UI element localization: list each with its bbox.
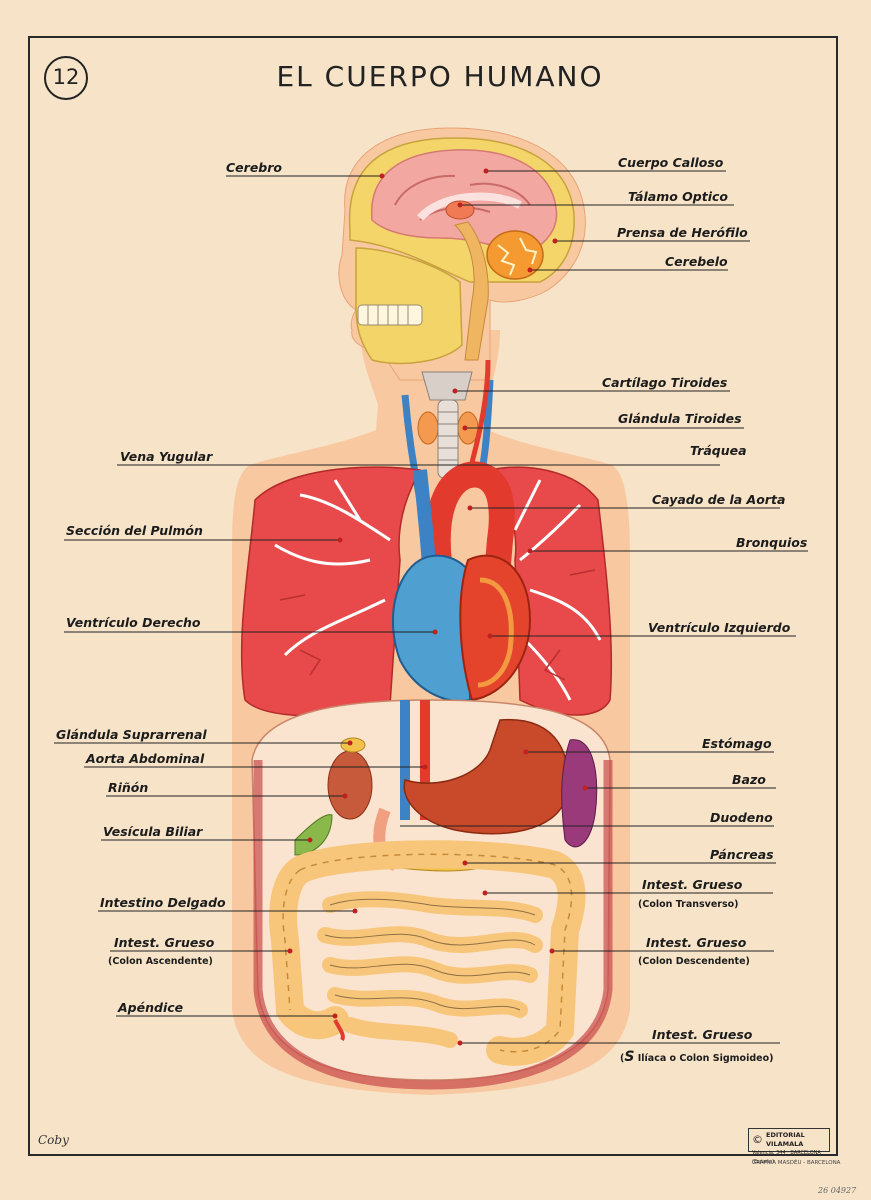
label-cuerpo-calloso: Cuerpo Calloso — [618, 155, 724, 170]
publisher-box: © EDITORIAL VILAMALA Valencia, 344 · BAR… — [748, 1128, 830, 1165]
label-ventriculo-izquierdo: Ventrículo Izquierdo — [648, 620, 791, 635]
adrenal-gland — [340, 737, 366, 753]
label-cerebro: Cerebro — [226, 160, 282, 175]
sigmoid-s-mark: S — [624, 1049, 635, 1065]
label-estomago: Estómago — [702, 736, 772, 751]
label-rinon: Riñón — [108, 780, 149, 795]
leader-lines — [54, 170, 808, 1044]
label-grueso-ascendente: Intest. Grueso — [114, 935, 215, 950]
label-glandula-tiroides: Glándula Tiroides — [618, 411, 742, 426]
copyright-icon: © — [752, 1133, 763, 1146]
sublabel-colon-ascendente: (Colon Ascendente) — [108, 956, 213, 967]
label-prensa-herofilo: Prensa de Herófilo — [617, 225, 748, 240]
archive-stamp: 26 04927 — [818, 1186, 857, 1195]
sublabel-colon-sigmoideo: (S Ilíaca o Colon Sigmoideo) — [620, 1049, 773, 1065]
sigmoid-sub-text: Ilíaca o Colon Sigmoideo) — [637, 1053, 774, 1064]
sublabel-colon-transverso: (Colon Transverso) — [638, 899, 739, 910]
label-cartilago-tiroides: Cartílago Tiroides — [602, 375, 728, 390]
label-traquea: Tráquea — [690, 443, 747, 458]
heart-right-ventricle — [392, 554, 472, 702]
label-duodeno: Duodeno — [710, 810, 773, 825]
label-vesicula-biliar: Vesícula Biliar — [103, 824, 203, 839]
sublabel-colon-descendente: (Colon Descendente) — [638, 956, 750, 967]
heart-left-ventricle — [459, 554, 532, 702]
cerebellum — [486, 230, 544, 280]
label-grueso-transverso: Intest. Grueso — [642, 877, 743, 892]
label-pancreas: Páncreas — [710, 847, 774, 862]
poster-title: EL CUERPO HUMANO — [276, 60, 604, 93]
thalamus — [445, 200, 475, 220]
artist-signature: Coby — [38, 1133, 69, 1147]
aortic-arch — [424, 461, 515, 602]
label-apendice: Apéndice — [118, 1000, 184, 1015]
label-cayado-aorta: Cayado de la Aorta — [652, 492, 786, 507]
kidney — [327, 750, 373, 820]
publisher-name: EDITORIAL VILAMALA — [766, 1131, 805, 1148]
thyroid-cartilage — [421, 371, 473, 401]
leader-dots — [287, 168, 588, 1046]
teeth — [357, 304, 423, 326]
label-aorta-abdominal: Aorta Abdominal — [86, 751, 205, 766]
label-intestino-delgado: Intestino Delgado — [100, 895, 226, 910]
label-cerebelo: Cerebelo — [665, 254, 728, 269]
plate-number: 12 — [44, 56, 88, 100]
label-glandula-suprarrenal: Glándula Suprarrenal — [56, 727, 207, 742]
label-bronquios: Bronquios — [736, 535, 808, 550]
brain-stem — [454, 221, 489, 361]
thyroid-gland-left — [417, 411, 439, 445]
stomach — [403, 718, 569, 835]
sigmoid-open-paren: ( — [620, 1053, 625, 1064]
label-grueso-sigmoideo: Intest. Grueso — [652, 1027, 753, 1042]
publisher-address: Valencia, 344 · BARCELONA (España) — [752, 1150, 821, 1165]
poster-frame — [28, 36, 838, 1156]
label-seccion-pulmon: Sección del Pulmón — [66, 523, 203, 538]
spleen — [561, 739, 598, 848]
printer-credit: GRÁFICA MASDÉU - BARCELONA — [752, 1160, 841, 1166]
label-talamo-optico: Tálamo Optico — [628, 189, 728, 204]
label-grueso-descendente: Intest. Grueso — [646, 935, 747, 950]
corpus-callosum — [416, 192, 522, 221]
label-bazo: Bazo — [732, 772, 766, 787]
appendix — [333, 1019, 345, 1042]
label-ventriculo-derecho: Ventrículo Derecho — [66, 615, 201, 630]
label-vena-yugular: Vena Yugular — [120, 449, 213, 464]
